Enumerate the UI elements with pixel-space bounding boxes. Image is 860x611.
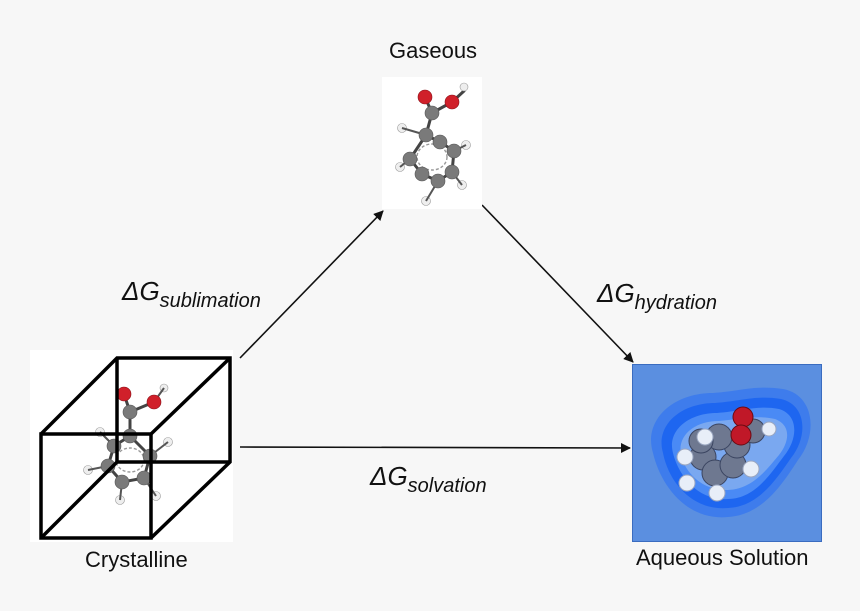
crystalline-molecule-image (30, 350, 233, 542)
delta-g-sublimation: ΔGsublimation (122, 276, 261, 313)
sublimation-arrow (239, 210, 384, 359)
delta-g-symbol: ΔG (370, 461, 408, 491)
hydration-arrow (481, 204, 634, 363)
solvation-subscript: solvation (407, 475, 487, 497)
crystalline-label: Crystalline (85, 547, 188, 572)
delta-g-solvation: ΔGsolvation (370, 461, 487, 498)
delta-g-symbol: ΔG (122, 276, 160, 306)
aqueous-label: Aqueous Solution (636, 545, 809, 570)
sublimation-subscript: sublimation (159, 290, 261, 312)
solvation-arrow (239, 442, 631, 453)
gaseous-label: Gaseous (389, 38, 478, 63)
delta-g-symbol: ΔG (597, 278, 635, 308)
aqueous-molecule-image (632, 364, 822, 542)
hydration-subscript: hydration (634, 292, 717, 314)
gaseous-molecule-image (382, 77, 482, 209)
delta-g-hydration: ΔGhydration (597, 278, 717, 315)
